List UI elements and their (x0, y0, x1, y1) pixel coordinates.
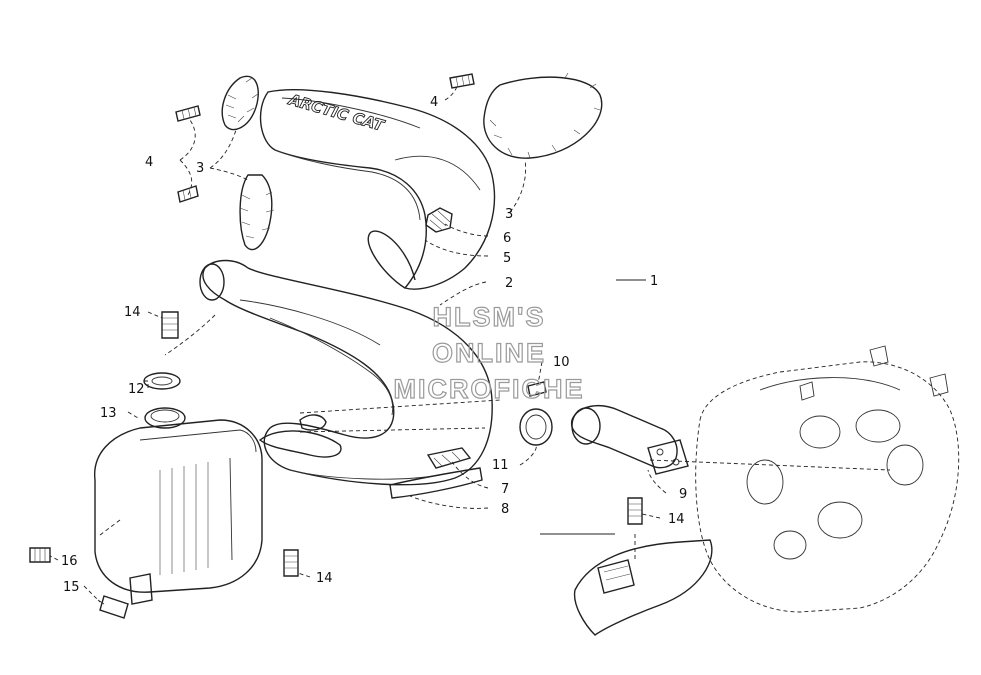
callout-7: 7 (501, 482, 509, 497)
callout-13: 13 (100, 406, 117, 421)
callout-10: 10 (553, 355, 570, 370)
callout-1: 1 (650, 274, 658, 289)
callout-15: 15 (63, 580, 80, 595)
heat-shield-8 (389, 467, 483, 499)
expansion-chamber-cover (259, 88, 496, 290)
callout-9: 9 (679, 487, 687, 502)
callout-4-top: 4 (430, 95, 438, 110)
cover-logo: ARCTIC CAT (285, 90, 387, 136)
callout-6: 6 (503, 231, 511, 246)
spring-10 (527, 381, 547, 397)
spring-14-right (627, 497, 643, 525)
mount-bracket (573, 539, 713, 636)
cover-decal-6 (425, 207, 453, 233)
engine-block (695, 345, 960, 613)
callout-12: 12 (128, 382, 145, 397)
callout-5: 5 (503, 251, 511, 266)
callout-14-mid: 14 (316, 571, 333, 586)
spring-16 (29, 547, 51, 563)
mount-plate-7 (426, 447, 472, 469)
spring-chain-left-lower (239, 174, 275, 251)
watermark: HLSM'S ONLINE MICROFICHE (393, 301, 585, 404)
callout-14-left: 14 (124, 305, 141, 320)
spring-4-lower (177, 185, 199, 203)
spring-4-upper (175, 105, 201, 122)
seal-11 (519, 408, 553, 446)
spring-4-top (449, 73, 475, 89)
callout-8: 8 (501, 502, 509, 517)
callout-2: 2 (505, 276, 513, 291)
callout-3-left: 3 (196, 161, 204, 176)
callout-14-right: 14 (668, 512, 685, 527)
watermark-line-3: MICROFICHE (394, 374, 585, 404)
spring-14-mid (283, 549, 299, 577)
callout-4-left: 4 (145, 155, 153, 170)
spring-chain-left-upper (221, 75, 259, 131)
watermark-line-1: HLSM'S (433, 302, 546, 332)
watermark-line-2: ONLINE (432, 338, 546, 368)
sensor-15 (97, 595, 129, 619)
callout-16: 16 (61, 554, 78, 569)
exhaust-manifold-9 (571, 404, 689, 475)
callout-labels: 1 2 3 3 4 4 5 6 7 8 9 10 11 12 13 14 14 … (61, 95, 687, 595)
callout-11: 11 (492, 458, 509, 473)
leader-lines (49, 83, 891, 603)
muffler (94, 407, 263, 605)
grommet-12 (143, 372, 181, 390)
spring-14-left (161, 311, 179, 339)
callout-3-right: 3 (505, 207, 513, 222)
spring-chain-right (483, 72, 603, 159)
cover-logo-text: ARCTIC CAT (286, 90, 387, 135)
